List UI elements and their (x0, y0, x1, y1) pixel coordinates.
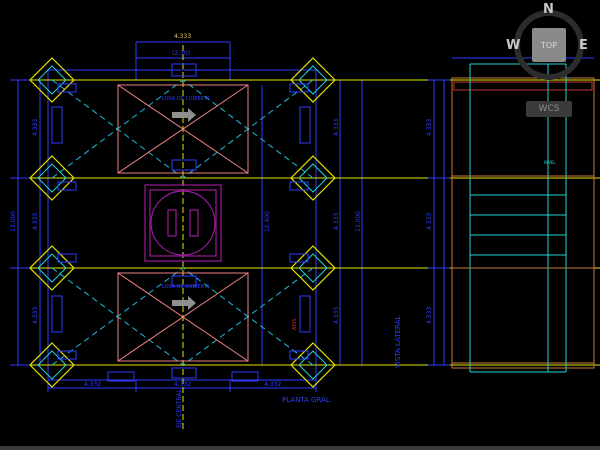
side-axis-note: AXIS (292, 319, 298, 331)
direction-arrows (172, 108, 196, 310)
plan-frame (10, 41, 366, 392)
compass-west[interactable]: W (506, 38, 521, 53)
dim-bottom-center: 4.332 (174, 381, 191, 388)
compass-north[interactable]: N (543, 2, 554, 17)
level-note: NIVEL (544, 160, 556, 165)
viewcube-ring[interactable] (514, 10, 584, 80)
status-bar (0, 446, 600, 450)
lateral-view-label: VISTA LATERAL (394, 316, 402, 368)
central-tank (144, 184, 222, 262)
upper-slab-label: LOSA DE CUBIERTA (162, 96, 210, 102)
dim-top-outer: 4.333 (174, 33, 191, 40)
dim-left-c: 4.333 (32, 307, 39, 324)
dim-left-b: 4.333 (32, 213, 39, 230)
dim-center-inner: 10.400 (264, 211, 271, 232)
column-cores (37, 65, 328, 380)
dim-side-a: 4.333 (426, 119, 433, 136)
dim-top-inner: (2.30) (172, 50, 190, 57)
dim-bottom-left: 4.332 (84, 381, 101, 388)
dim-bottom-right: 4.332 (264, 381, 281, 388)
dim-side-c: 4.333 (426, 307, 433, 324)
dim-left-a: 4.333 (32, 119, 39, 136)
lower-slab-label: LOSA DE CUBIERTA (162, 284, 210, 290)
viewcube-top-face[interactable]: TOP (532, 28, 566, 62)
dim-right-c: 4.333 (333, 307, 340, 324)
dim-left-total: 13.000 (10, 211, 17, 232)
viewcube[interactable]: N W E TOP (506, 2, 592, 86)
plan-title: PLANTA GRAL. (282, 396, 332, 404)
dim-right-total: 13.000 (355, 211, 362, 232)
slab-lower (117, 272, 249, 362)
dim-right-a: 4.333 (333, 119, 340, 136)
dim-side-b: 4.333 (426, 213, 433, 230)
columns (29, 57, 336, 388)
wcs-menu-button[interactable]: WCS (526, 101, 572, 117)
compass-east[interactable]: E (579, 38, 588, 53)
label-boxes (51, 63, 311, 382)
axis-label: EJE CENTRAL (176, 389, 183, 428)
dim-right-b: 4.333 (333, 213, 340, 230)
slab-upper (117, 84, 249, 174)
